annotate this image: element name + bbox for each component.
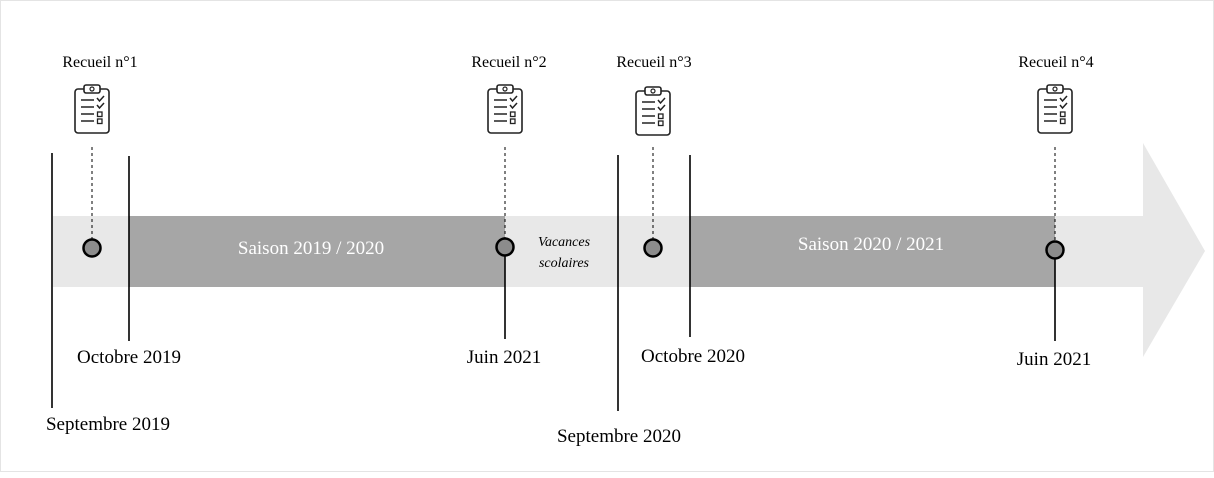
marker-recueil-2	[495, 237, 515, 257]
season-label-2019-2020: Saison 2019 / 2020	[238, 238, 384, 259]
collection-label-4: Recueil n°4	[1018, 54, 1093, 71]
marker-recueil-1	[82, 238, 102, 258]
collection-label-1: Recueil n°1	[62, 54, 137, 71]
clipboard-checklist-icon	[487, 84, 523, 134]
date-label-oct2020: Octobre 2020	[641, 346, 745, 367]
date-label-oct2019: Octobre 2019	[77, 347, 181, 368]
date-label-jun-a: Juin 2021	[467, 347, 541, 368]
vacation-label-line2: scolaires	[539, 256, 590, 271]
collection-label-2: Recueil n°2	[471, 54, 546, 71]
date-label-sep2019: Septembre 2019	[46, 414, 170, 435]
vacation-label-line1: Vacances	[538, 235, 591, 250]
season-band-2019-2020	[129, 216, 505, 287]
collection-label-3: Recueil n°3	[616, 54, 691, 71]
season-band-2020-2021	[690, 216, 1055, 287]
date-label-sep2020: Septembre 2020	[557, 426, 681, 447]
season-label-2020-2021: Saison 2020 / 2021	[798, 234, 944, 255]
marker-recueil-3	[643, 238, 663, 258]
timeline-arrow	[53, 143, 1205, 357]
clipboard-checklist-icon	[74, 84, 110, 134]
date-label-jun-b: Juin 2021	[1017, 349, 1091, 370]
clipboard-checklist-icon	[635, 86, 671, 136]
marker-recueil-4	[1045, 240, 1065, 260]
clipboard-checklist-icon	[1037, 84, 1073, 134]
